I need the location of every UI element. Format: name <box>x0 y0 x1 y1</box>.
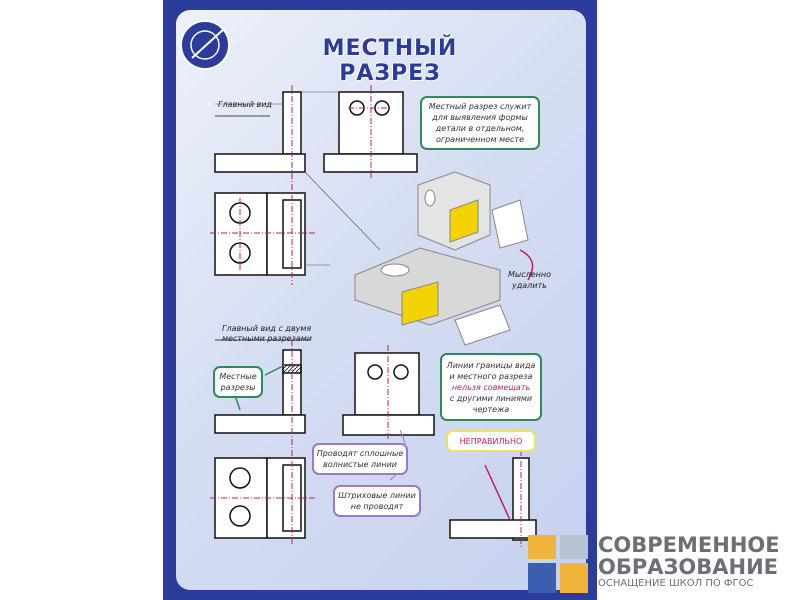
dashed-lines-note: Штриховые линии не проводят <box>333 485 421 517</box>
wavy-lines-note: Проводят сплошные волнистые линии <box>312 443 408 475</box>
brand-line-1: СОВРЕМЕННОЕ <box>598 533 780 557</box>
definition-note: Местный разрез служит для выявления форм… <box>420 96 540 150</box>
arrow-icon <box>519 249 534 281</box>
note-line: Штриховые линии <box>338 491 416 500</box>
note-line: ограниченном месте <box>435 135 525 144</box>
brand-line-2: ОБРАЗОВАНИЕ <box>598 555 779 579</box>
note-line: с другими линиями <box>449 393 533 403</box>
note-line: Местный разрез служит <box>428 102 532 111</box>
note-line: чертежа <box>472 404 510 414</box>
note-line: и местного разреза <box>449 371 533 381</box>
note-line: волнистые линии <box>323 460 397 469</box>
note-highlight: нельзя совмещать <box>451 382 531 392</box>
note-line: для выявления формы <box>432 113 528 122</box>
label-remove-1: Мысленно <box>508 270 552 279</box>
note-line: детали в отдельном, <box>435 124 525 133</box>
label-main-view: Главный вид <box>218 100 272 109</box>
boundary-rule-note: Линии границы вида и местного разреза не… <box>440 353 542 421</box>
wrong-pointer <box>484 464 511 521</box>
brand-tagline: ОСНАЩЕНИЕ ШКОЛ ПО ФГОС <box>598 578 754 589</box>
projection-lines <box>215 91 381 266</box>
note-line: Линии границы вида <box>446 360 536 370</box>
note-line: не проводят <box>350 502 404 511</box>
axis-lines <box>210 85 392 285</box>
label-remove-2: удалить <box>512 281 547 290</box>
page-title: МЕСТНЫЙ РАЗРЕЗ <box>322 36 458 86</box>
note-line: Проводят сплошные <box>316 449 404 458</box>
brand-logo-icon <box>528 535 588 593</box>
local-sections-note: Местные разрезы <box>213 366 263 398</box>
wrong-label: НЕПРАВИЛЬНО <box>446 430 536 452</box>
note-line: Местные <box>219 372 257 381</box>
label-main-view-sections-1: Главный вид с двумя <box>222 324 312 333</box>
logo-emblem-icon <box>180 20 230 70</box>
note-line: разрезы <box>220 383 256 392</box>
isometric-part <box>354 171 529 346</box>
brand: СОВРЕМЕННОЕ ОБРАЗОВАНИЕ ОСНАЩЕНИЕ ШКОЛ П… <box>598 534 780 589</box>
label-main-view-sections-2: местными разрезами <box>222 334 312 343</box>
